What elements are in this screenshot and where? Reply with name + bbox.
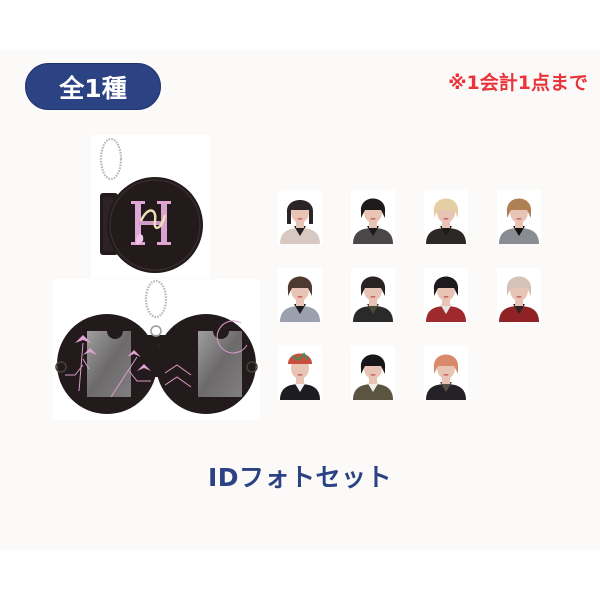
purchase-limit-note: ※1会計1点まで [448, 72, 588, 94]
portrait-icon [497, 268, 541, 322]
portrait-icon [424, 346, 468, 400]
portrait-icon [278, 346, 322, 400]
id-photo-4 [497, 190, 541, 244]
id-photo-3 [424, 190, 468, 244]
portrait-icon [278, 268, 322, 322]
variant-count-label: 全1種 [59, 73, 127, 103]
variant-count-badge: 全1種 [25, 63, 161, 110]
id-photo-5 [278, 268, 322, 322]
keychain-closed-image [91, 135, 210, 278]
portrait-icon [351, 268, 395, 322]
product-title: IDフォトセット [207, 463, 393, 492]
portrait-icon [497, 190, 541, 244]
portrait-icon [424, 190, 468, 244]
id-photo-2 [351, 190, 395, 244]
id-photo-1 [278, 190, 322, 244]
id-photo-6 [351, 268, 395, 322]
portrait-icon [351, 190, 395, 244]
keychain-open-icon [55, 279, 258, 414]
id-photo-grid [0, 50, 600, 550]
id-photo-7 [424, 268, 468, 322]
keychain-closed-icon [99, 137, 203, 273]
product-panel: 全1種 ※1会計1点まで [0, 50, 600, 550]
portrait-icon [278, 190, 322, 244]
keychain-open-image [53, 279, 260, 420]
portrait-icon [424, 268, 468, 322]
id-photo-8 [497, 268, 541, 322]
id-photo-9 [278, 346, 322, 400]
id-photo-10 [351, 346, 395, 400]
id-photo-11 [424, 346, 468, 400]
portrait-icon [351, 346, 395, 400]
